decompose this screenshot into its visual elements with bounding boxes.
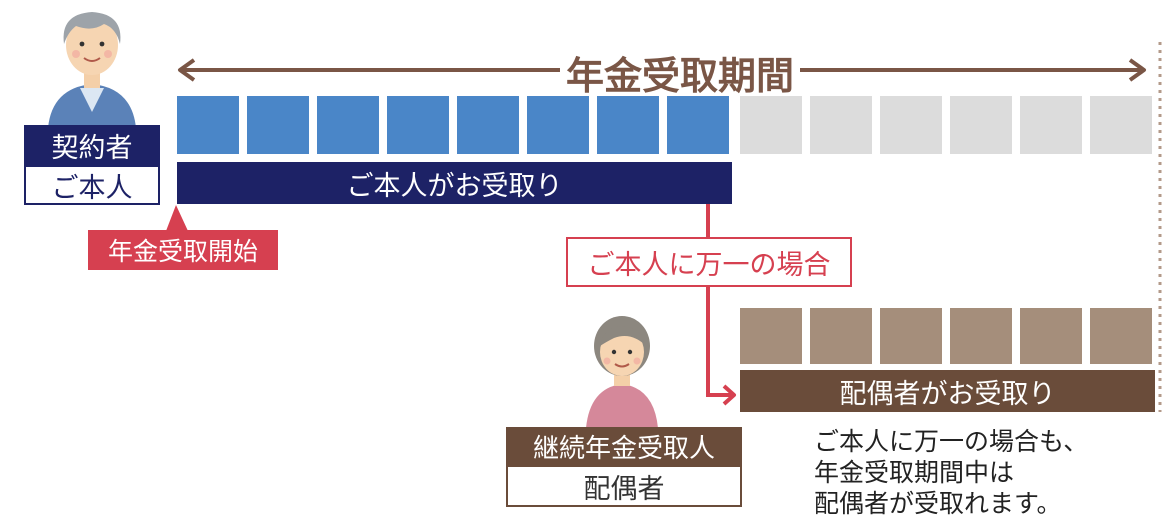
remaining-period-block bbox=[810, 96, 872, 154]
remaining-period-block bbox=[950, 96, 1012, 154]
self-period-block bbox=[177, 96, 239, 154]
contingency-label: ご本人に万一の場合 bbox=[566, 237, 852, 287]
start-pointer bbox=[166, 205, 188, 231]
explanation-note: ご本人に万一の場合も、 年金受取期間中は 配偶者が受取れます。 bbox=[814, 426, 1154, 518]
self-period-block bbox=[247, 96, 309, 154]
remaining-period-block bbox=[880, 96, 942, 154]
self-period-block bbox=[667, 96, 729, 154]
self-receipt-bar: ご本人がお受取り bbox=[177, 162, 732, 204]
self-period-block bbox=[527, 96, 589, 154]
spouse-period-block bbox=[740, 308, 802, 364]
note-line: 年金受取期間中は bbox=[814, 458, 1015, 487]
successor-role: 継続年金受取人 bbox=[506, 427, 742, 465]
self-period-block bbox=[387, 96, 449, 154]
spouse-receipt-bar: 配偶者がお受取り bbox=[740, 370, 1155, 412]
transfer-connector bbox=[706, 204, 736, 406]
spouse-period-block bbox=[1020, 308, 1082, 364]
pension-start-label: 年金受取開始 bbox=[88, 230, 278, 270]
note-line: ご本人に万一の場合も、 bbox=[814, 427, 1089, 456]
successor-woman-icon bbox=[586, 316, 658, 428]
contract-holder-role: 契約者 bbox=[24, 125, 160, 165]
contract-holder-man-icon bbox=[48, 12, 136, 128]
note-line: 配偶者が受取れます。 bbox=[814, 489, 1062, 518]
successor-person: 配偶者 bbox=[506, 465, 742, 507]
contract-holder-person: ご本人 bbox=[24, 165, 160, 205]
self-period-block bbox=[317, 96, 379, 154]
remaining-period-block bbox=[1020, 96, 1082, 154]
spouse-period-block bbox=[880, 308, 942, 364]
self-period-block bbox=[457, 96, 519, 154]
period-title: 年金受取期間 bbox=[560, 48, 800, 98]
spouse-period-block bbox=[1090, 308, 1152, 364]
spouse-period-block bbox=[810, 308, 872, 364]
remaining-period-block bbox=[740, 96, 802, 154]
spouse-period-block bbox=[950, 308, 1012, 364]
remaining-period-block bbox=[1090, 96, 1152, 154]
self-period-block bbox=[597, 96, 659, 154]
